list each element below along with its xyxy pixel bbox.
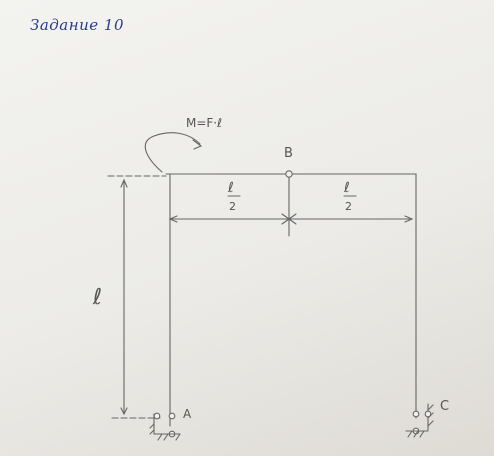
span-arrow-right <box>404 215 414 223</box>
point-b-label: B <box>284 146 293 161</box>
moment-arc <box>144 132 201 173</box>
span-right-denominator: 2 <box>345 200 352 213</box>
height-dimension-arrow-top <box>120 178 128 188</box>
span-mid-cross <box>281 213 297 225</box>
point-b-hinge <box>285 170 293 178</box>
moment-arrow-head <box>192 139 203 150</box>
point-c-label: C <box>440 399 449 414</box>
moment-label: M=F·ℓ <box>186 116 222 130</box>
span-left-denominator: 2 <box>229 200 236 213</box>
span-right-numerator: ℓ <box>343 180 350 196</box>
height-dimension-arrow-bottom <box>120 407 128 416</box>
span-left-numerator: ℓ <box>227 180 234 196</box>
height-label: ℓ <box>92 285 102 310</box>
point-a-label: A <box>183 407 192 421</box>
assignment-title: Задание 10 <box>30 16 125 34</box>
support-a <box>149 412 181 441</box>
support-c <box>405 403 434 438</box>
span-arrow-left <box>168 215 178 223</box>
